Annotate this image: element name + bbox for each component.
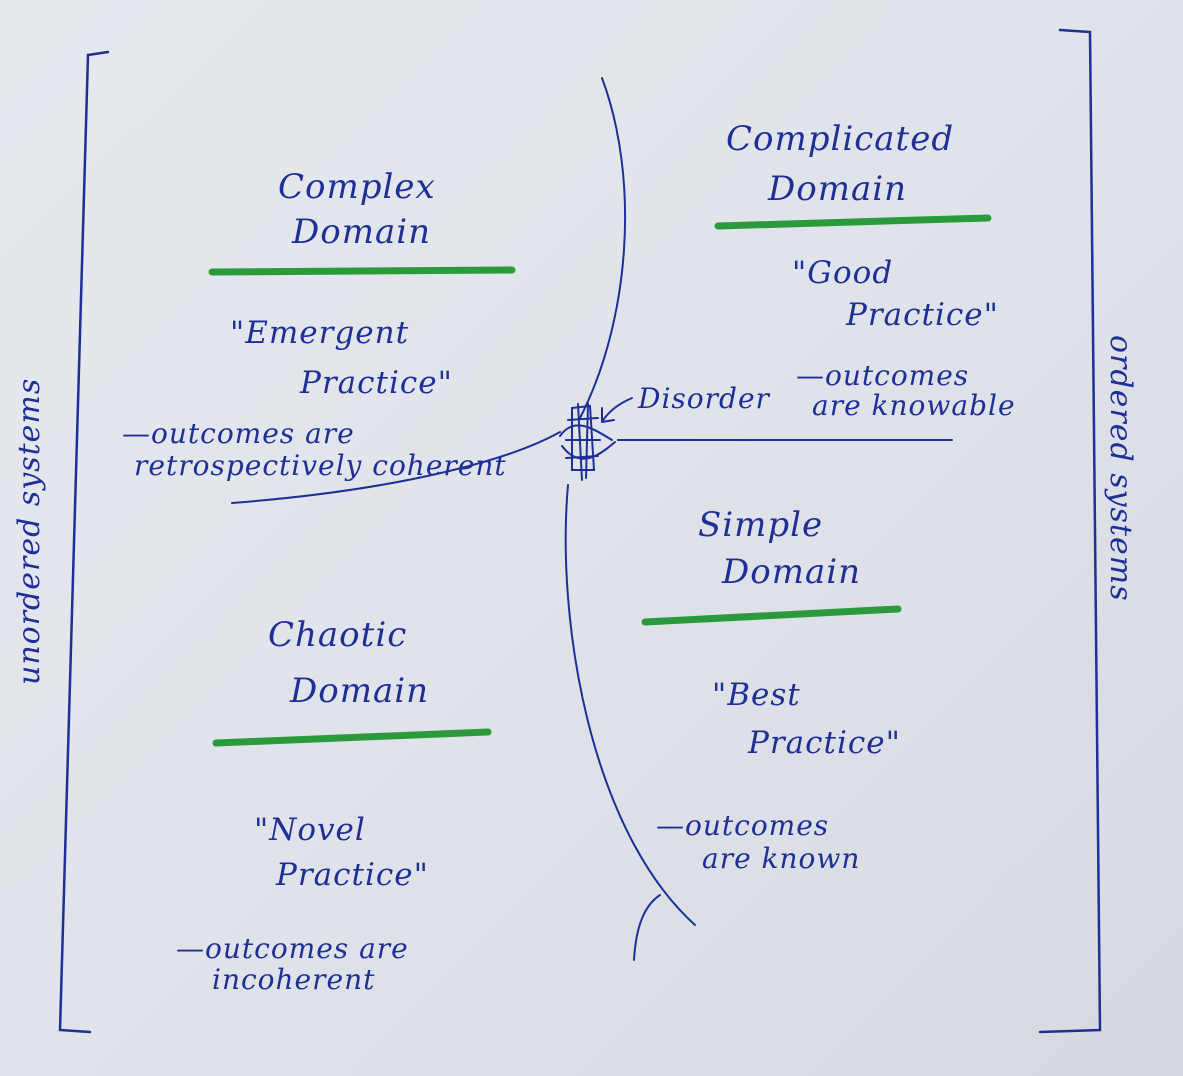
complex-practice-line-2: Practice" xyxy=(300,365,453,401)
complicated-outcome-line-1: —outcomes xyxy=(796,359,970,392)
complex-practice-line-1: "Emergent xyxy=(230,315,410,351)
simple-outcome-line-1: —outcomes xyxy=(656,809,830,842)
chaotic-underline xyxy=(212,728,492,747)
chaotic-outcome-line-2: incoherent xyxy=(212,963,376,996)
simple-outcome-line-2: are known xyxy=(702,842,861,875)
chaotic-title-line-1: Chaotic xyxy=(268,615,408,655)
complicated-outcome-line-2: are knowable xyxy=(812,389,1016,422)
disorder-arrow xyxy=(601,397,633,423)
simple-title-line-1: Simple xyxy=(698,505,824,545)
simple-practice-line-2: Practice" xyxy=(748,725,901,761)
top-divider-curve xyxy=(579,77,627,419)
complex-title-line-1: Complex xyxy=(278,167,436,207)
complex-outcome-line-2: retrospectively coherent xyxy=(134,449,507,482)
right-bracket xyxy=(1038,28,1102,1034)
chaotic-outcome-line-1: —outcomes are xyxy=(176,932,409,965)
bottom-divider-curve xyxy=(564,484,696,926)
disorder-knot xyxy=(559,403,616,481)
bottom-tail-line xyxy=(633,894,661,961)
left-divider-curve xyxy=(231,431,561,504)
complex-title-line-2: Domain xyxy=(292,212,432,252)
side-label-right: ordered systems xyxy=(1103,335,1138,602)
complicated-practice-line-1: "Good xyxy=(792,255,894,291)
complicated-title-line-1: Complicated xyxy=(726,119,955,159)
side-label-left: unordered systems xyxy=(12,377,47,685)
complicated-practice-line-2: Practice" xyxy=(846,297,999,333)
complex-underline xyxy=(208,266,516,276)
simple-underline xyxy=(641,605,902,626)
complex-outcome-line-1: —outcomes are xyxy=(122,417,355,450)
disorder-label: Disorder xyxy=(638,382,770,415)
complicated-underline xyxy=(714,214,992,230)
simple-practice-line-1: "Best xyxy=(712,677,801,713)
complicated-title-line-2: Domain xyxy=(768,169,908,209)
chaotic-title-line-2: Domain xyxy=(290,671,430,711)
chaotic-practice-line-1: "Novel xyxy=(254,812,366,848)
chaotic-practice-line-2: Practice" xyxy=(276,857,429,893)
left-bracket xyxy=(58,50,110,1034)
simple-title-line-2: Domain xyxy=(722,552,862,592)
